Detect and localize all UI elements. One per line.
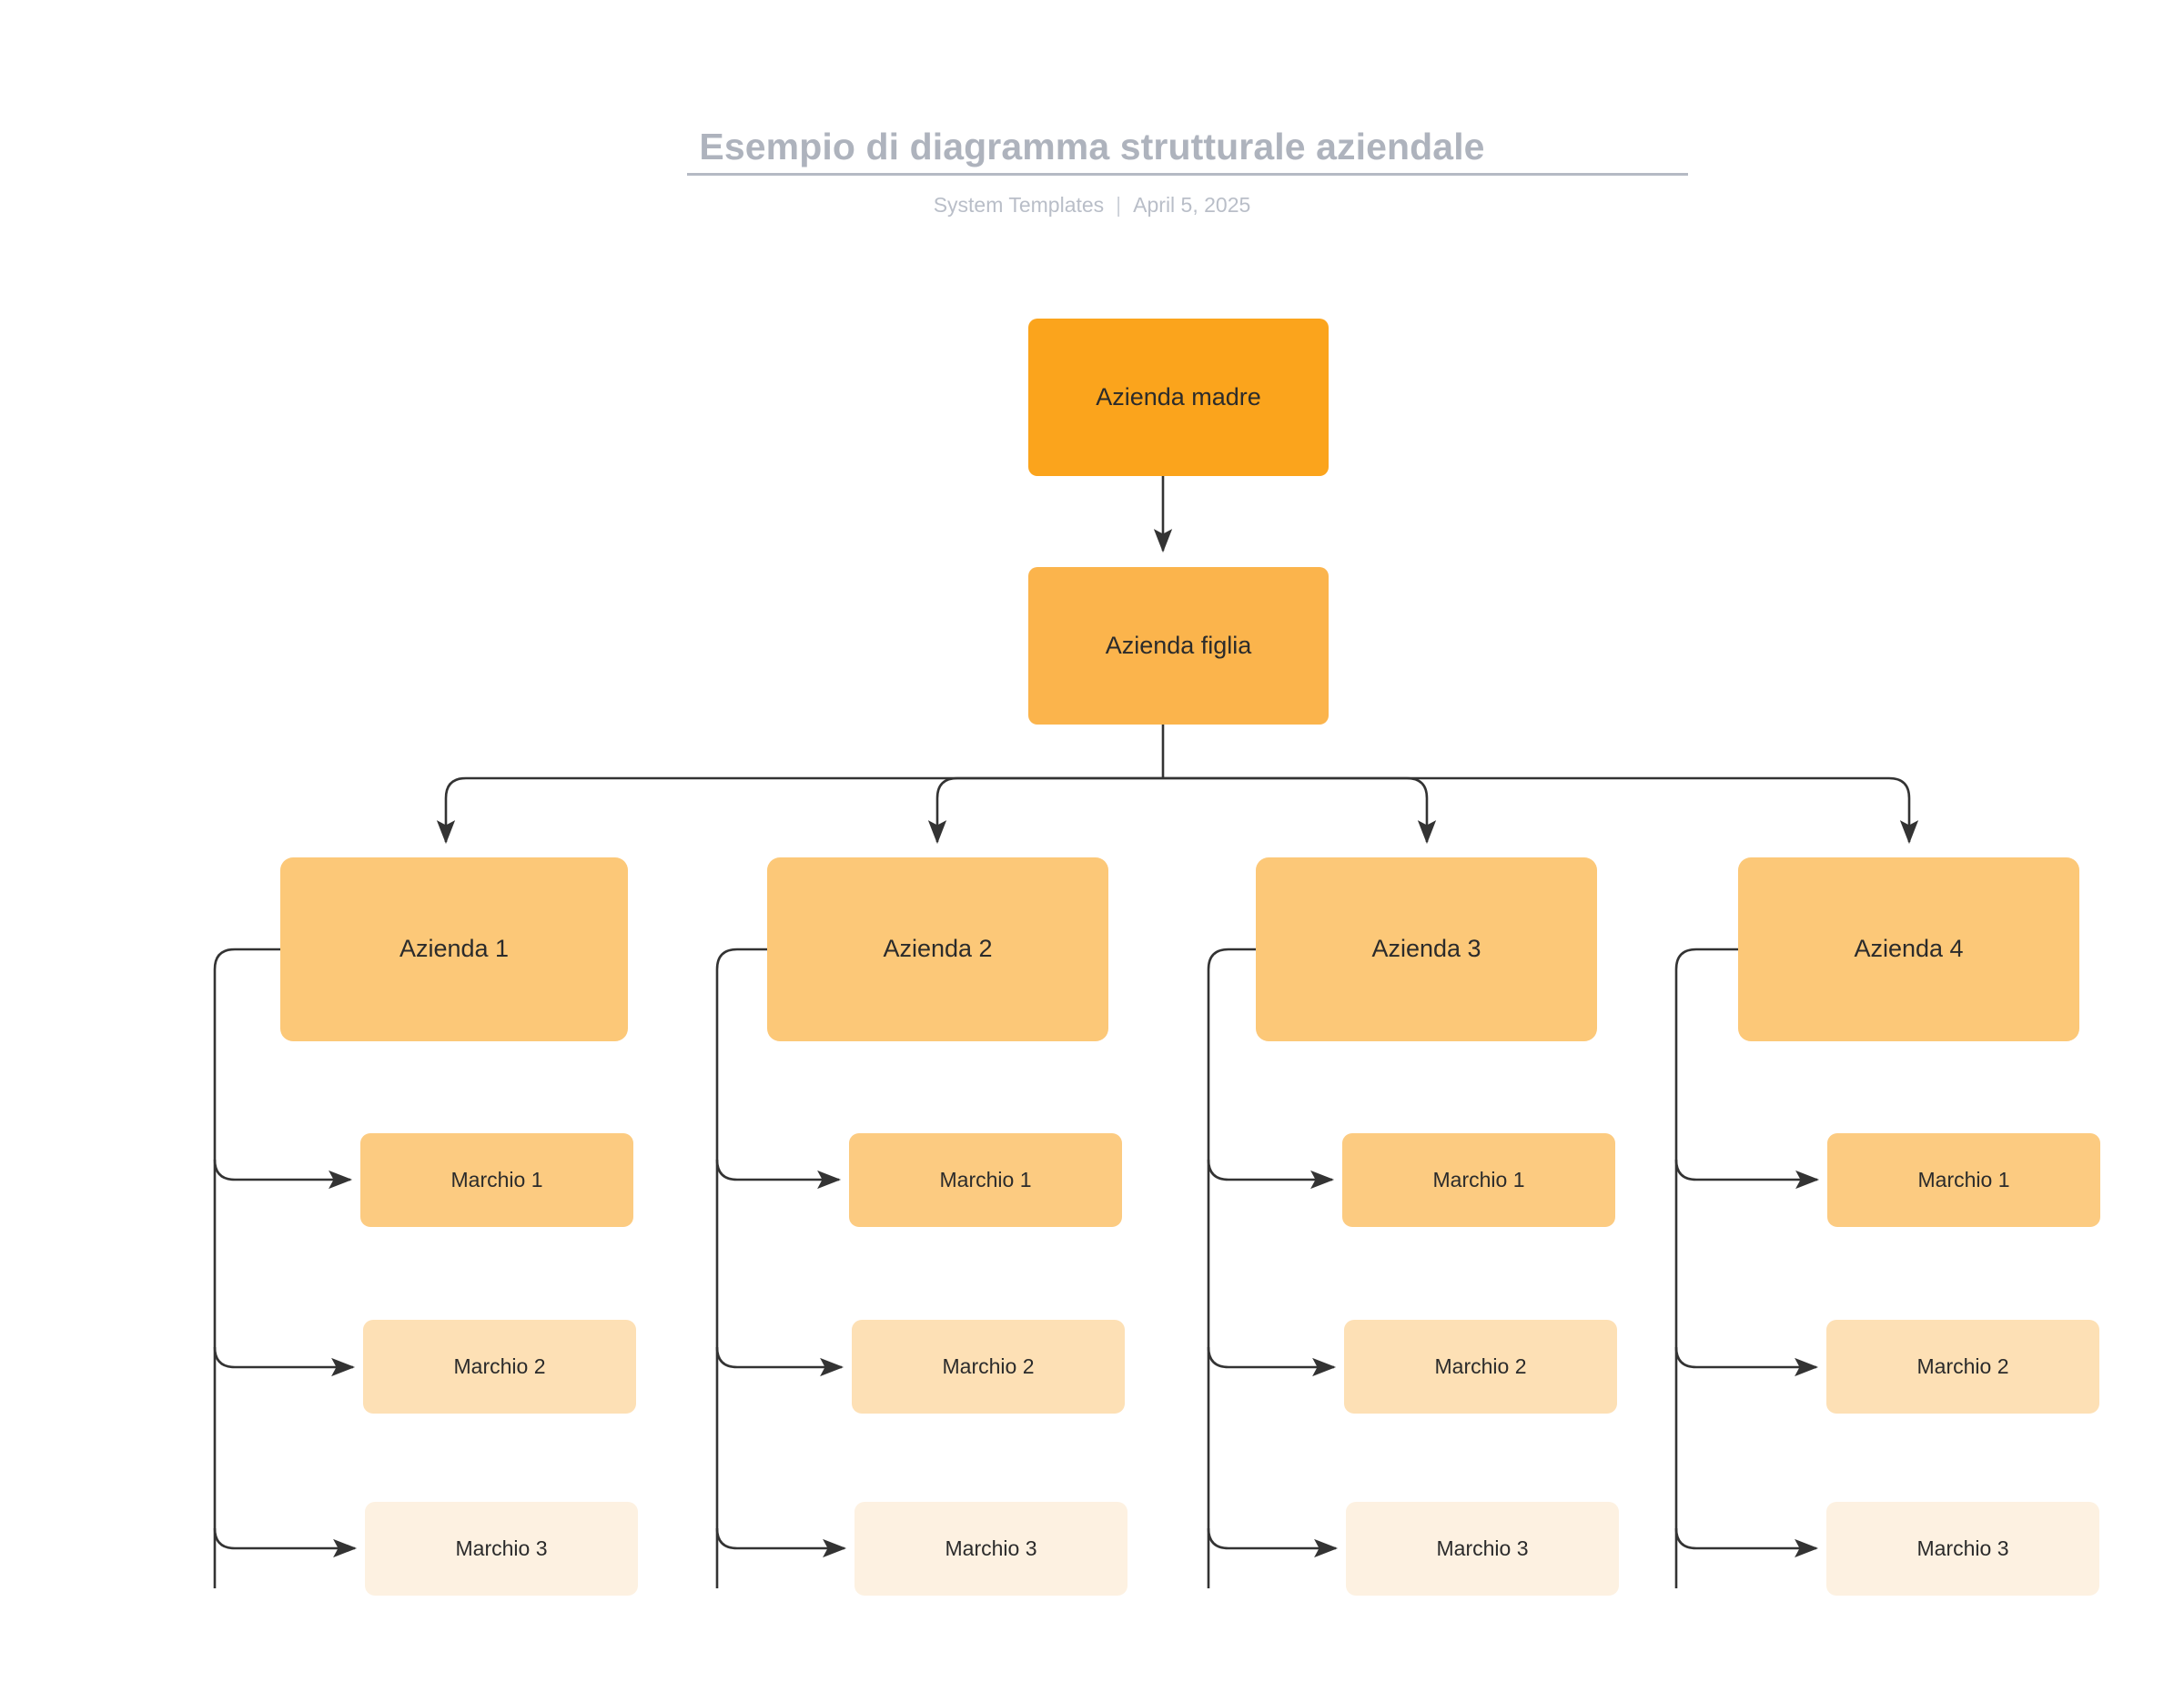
- node-azienda-4-marchio-3[interactable]: Marchio 3: [1826, 1502, 2099, 1596]
- node-azienda-1-marchio-3[interactable]: Marchio 3: [365, 1502, 638, 1596]
- node-azienda-2-marchio-2[interactable]: Marchio 2: [852, 1320, 1125, 1414]
- title-divider: [687, 173, 1688, 176]
- edge-azienda-1-spine: [213, 948, 280, 1588]
- node-azienda-2-marchio-1[interactable]: Marchio 1: [849, 1133, 1122, 1227]
- subtitle-date: April 5, 2025: [1133, 193, 1251, 217]
- edge-figlia-to-azienda-4: [1163, 776, 1919, 845]
- edge-figlia-to-azienda-1: [436, 776, 1163, 845]
- node-azienda-3-label: Azienda 3: [1371, 935, 1481, 963]
- subtitle-author: System Templates: [933, 193, 1105, 217]
- edge-azienda-3-to-marchio-2: [1207, 1346, 1337, 1377]
- edge-figlia-to-azienda-2: [927, 776, 1163, 845]
- page-title: Esempio di diagramma strutturale azienda…: [699, 126, 1485, 167]
- node-azienda-3-marchio-1[interactable]: Marchio 1: [1342, 1133, 1615, 1227]
- node-azienda-figlia-label: Azienda figlia: [1105, 631, 1252, 659]
- edge-azienda-4-to-marchio-1: [1674, 1159, 1820, 1190]
- edge-figlia-to-azienda-3: [1163, 776, 1437, 845]
- node-azienda-2-label: Azienda 2: [883, 935, 993, 963]
- subtitle-separator: |: [1116, 193, 1122, 217]
- node-azienda-2-marchio-3-label: Marchio 3: [945, 1536, 1037, 1561]
- node-azienda-figlia[interactable]: Azienda figlia: [1028, 567, 1329, 725]
- node-azienda-4-marchio-2-label: Marchio 2: [1916, 1354, 2009, 1379]
- node-azienda-4-label: Azienda 4: [1854, 935, 1964, 963]
- node-azienda-madre-label: Azienda madre: [1096, 382, 1261, 411]
- document-subtitle: System Templates | April 5, 2025: [0, 193, 2184, 218]
- node-azienda-1-marchio-3-label: Marchio 3: [455, 1536, 548, 1561]
- node-azienda-1[interactable]: Azienda 1: [280, 857, 628, 1041]
- node-azienda-3-marchio-2-label: Marchio 2: [1434, 1354, 1527, 1379]
- node-azienda-4-marchio-3-label: Marchio 3: [1916, 1536, 2009, 1561]
- edge-azienda-2-to-marchio-3: [715, 1527, 847, 1558]
- document-header: Esempio di diagramma strutturale azienda…: [0, 0, 2184, 237]
- edge-azienda-3-to-marchio-1: [1207, 1159, 1335, 1190]
- edge-azienda-4-to-marchio-2: [1674, 1346, 1819, 1377]
- node-azienda-1-label: Azienda 1: [399, 935, 510, 963]
- node-azienda-3-marchio-3[interactable]: Marchio 3: [1346, 1502, 1619, 1596]
- edge-azienda-2-to-marchio-1: [715, 1159, 842, 1190]
- node-azienda-2-marchio-1-label: Marchio 1: [939, 1168, 1032, 1192]
- node-azienda-2-marchio-3[interactable]: Marchio 3: [854, 1502, 1127, 1596]
- edge-azienda-4-spine: [1674, 948, 1738, 1588]
- node-azienda-3[interactable]: Azienda 3: [1256, 857, 1597, 1041]
- node-azienda-1-marchio-1[interactable]: Marchio 1: [360, 1133, 633, 1227]
- node-azienda-1-marchio-1-label: Marchio 1: [450, 1168, 543, 1192]
- node-azienda-2[interactable]: Azienda 2: [767, 857, 1108, 1041]
- node-azienda-4-marchio-1[interactable]: Marchio 1: [1827, 1133, 2100, 1227]
- edge-azienda-4-to-marchio-3: [1674, 1527, 1819, 1558]
- edge-azienda-2-spine: [715, 948, 767, 1588]
- node-azienda-madre[interactable]: Azienda madre: [1028, 319, 1329, 476]
- node-azienda-1-marchio-2[interactable]: Marchio 2: [363, 1320, 636, 1414]
- edge-azienda-1-to-marchio-3: [213, 1527, 358, 1558]
- edge-azienda-2-to-marchio-2: [715, 1346, 844, 1377]
- node-azienda-4-marchio-2[interactable]: Marchio 2: [1826, 1320, 2099, 1414]
- node-azienda-3-marchio-2[interactable]: Marchio 2: [1344, 1320, 1617, 1414]
- edge-azienda-3-to-marchio-3: [1207, 1527, 1339, 1558]
- edge-azienda-1-to-marchio-1: [213, 1159, 353, 1190]
- node-azienda-4[interactable]: Azienda 4: [1738, 857, 2079, 1041]
- node-azienda-4-marchio-1-label: Marchio 1: [1917, 1168, 2010, 1192]
- node-azienda-2-marchio-2-label: Marchio 2: [942, 1354, 1035, 1379]
- edge-azienda-1-to-marchio-2: [213, 1346, 356, 1377]
- node-azienda-3-marchio-3-label: Marchio 3: [1436, 1536, 1529, 1561]
- node-azienda-3-marchio-1-label: Marchio 1: [1432, 1168, 1525, 1192]
- node-azienda-1-marchio-2-label: Marchio 2: [453, 1354, 546, 1379]
- edge-azienda-3-spine: [1207, 948, 1256, 1588]
